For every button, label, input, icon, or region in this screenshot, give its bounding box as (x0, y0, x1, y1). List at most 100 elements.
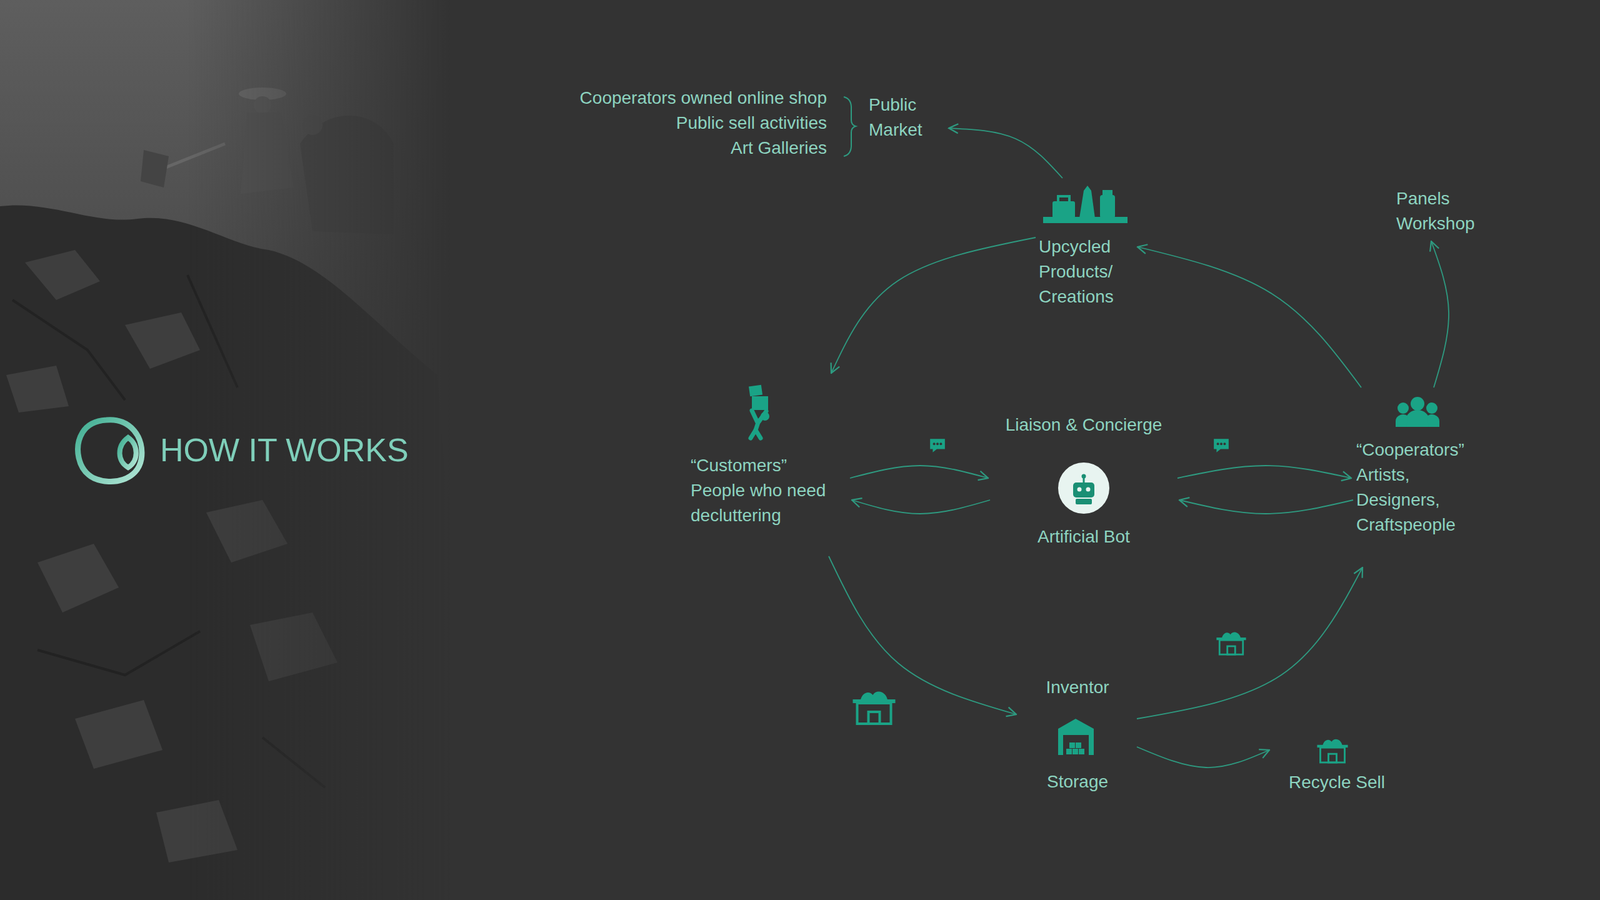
note-label: Art Galleries (730, 135, 827, 161)
decoration-part (1058, 718, 1094, 755)
decoration-part (78, 420, 142, 482)
box-icon (853, 691, 896, 724)
decoration-part (1063, 735, 1089, 755)
decoration-part (125, 312, 200, 369)
decoration-part (1102, 190, 1113, 195)
recycle-box-icon (1316, 739, 1348, 763)
decoration-part (1075, 498, 1092, 505)
chat-icon (930, 438, 945, 453)
decoration-part (1077, 487, 1082, 492)
decoration-part (1426, 402, 1438, 414)
decoration-part (12, 275, 325, 788)
node-heading: “Customers” (690, 453, 847, 479)
flow-arrow (1431, 241, 1449, 388)
decoration-part (12, 300, 125, 400)
flow-arrow (1179, 500, 1354, 514)
flow-arrow (948, 128, 1063, 179)
flow-arrow (851, 500, 990, 514)
decoration-part (300, 115, 394, 235)
page-title: HOW IT WORKS (160, 430, 409, 470)
diagram-node: Liaison & ConciergeArtificial Bot (993, 412, 1175, 552)
decoration-part (6, 365, 69, 413)
decoration-part (262, 737, 325, 788)
node-text: Artists, Designers, Craftspeople (1356, 462, 1491, 538)
node-heading: Liaison & Concierge (993, 412, 1175, 438)
decoration-part (751, 396, 769, 410)
decoration-part (1100, 195, 1115, 219)
decoration-part (1078, 748, 1085, 755)
flow-arrow (831, 237, 1036, 374)
products-icon (1043, 185, 1128, 224)
decoration-part (1058, 196, 1070, 202)
decoration-part (302, 115, 323, 135)
diagram-node: Recycle Sell (1274, 731, 1400, 797)
chat-icon (1213, 438, 1229, 453)
decoration-part (750, 410, 767, 439)
diagram-node: “Customers”People who need decluttering (690, 378, 847, 554)
decoration-part (206, 500, 288, 563)
decoration-part (1405, 410, 1430, 427)
flow-arrow (828, 556, 1017, 715)
decoration-part (1075, 742, 1082, 749)
decoration-part (1058, 462, 1110, 514)
node-text: Recycle Sell (1274, 770, 1400, 795)
node-text: Panels Workshop (1396, 186, 1490, 237)
flow-arrow (1137, 246, 1362, 388)
flow-arrow (1136, 746, 1270, 768)
decoration-part (37, 543, 119, 613)
decoration-part (240, 112, 294, 194)
decoration-part (6, 250, 338, 863)
customer-figure (748, 385, 770, 439)
flow-arrow (850, 465, 989, 479)
flow-arrow (1136, 567, 1363, 719)
node-text: People who need decluttering (690, 478, 847, 529)
decoration-part (253, 96, 272, 114)
diagram-node: Upcycled Products/ Creations (1038, 181, 1133, 315)
diagram-node: “Cooperators”Artists, Designers, Craftsp… (1356, 390, 1491, 563)
box-icon (1216, 631, 1246, 655)
decoration-part (1069, 742, 1075, 749)
decoration-part (1066, 748, 1072, 755)
decoration-part (1081, 474, 1087, 479)
diagram-node: InventorStorage (1021, 675, 1134, 797)
decoration-part (1410, 396, 1425, 411)
decoration-part (187, 275, 238, 388)
diagram-node: Panels Workshop (1396, 186, 1490, 237)
decoration-part (1052, 201, 1075, 219)
note-label: Public sell activities (676, 110, 827, 136)
decoration-part (1395, 414, 1409, 427)
decoration-part (748, 385, 763, 397)
decoration-part (140, 150, 169, 188)
decoration-part (0, 0, 475, 900)
brand-logo (78, 420, 142, 482)
decoration-part (1086, 487, 1091, 492)
flow-arrow (1177, 465, 1352, 479)
node-text: Public Market (868, 92, 944, 143)
cooperators-icon (1395, 396, 1440, 427)
decoration-part (37, 631, 200, 675)
decoration-part (1426, 414, 1440, 427)
decoration-part (0, 205, 475, 900)
decoration-part (25, 250, 100, 300)
node-heading: Inventor (1021, 675, 1134, 700)
decoration-part (119, 437, 136, 468)
decoration-part (75, 700, 163, 769)
diagram-node: Public Market (868, 92, 944, 143)
node-text: Artificial Bot (993, 524, 1175, 550)
decoration-part (250, 612, 338, 682)
decoration-part (156, 800, 238, 863)
decoration-part (1073, 482, 1095, 498)
node-text: Upcycled Products/ Creations (1038, 234, 1133, 310)
decoration-part (162, 143, 225, 169)
decoration-part (1072, 748, 1079, 755)
bracket (843, 96, 856, 157)
bot-icon (1058, 462, 1110, 514)
decoration-part (1079, 185, 1095, 219)
note-label: Cooperators owned online shop (580, 85, 827, 111)
photo-backdrop (0, 0, 475, 900)
decoration-part (1397, 402, 1409, 414)
storage-icon (1058, 718, 1094, 755)
node-heading: “Cooperators” (1356, 437, 1491, 463)
node-text: Storage (1021, 769, 1134, 795)
